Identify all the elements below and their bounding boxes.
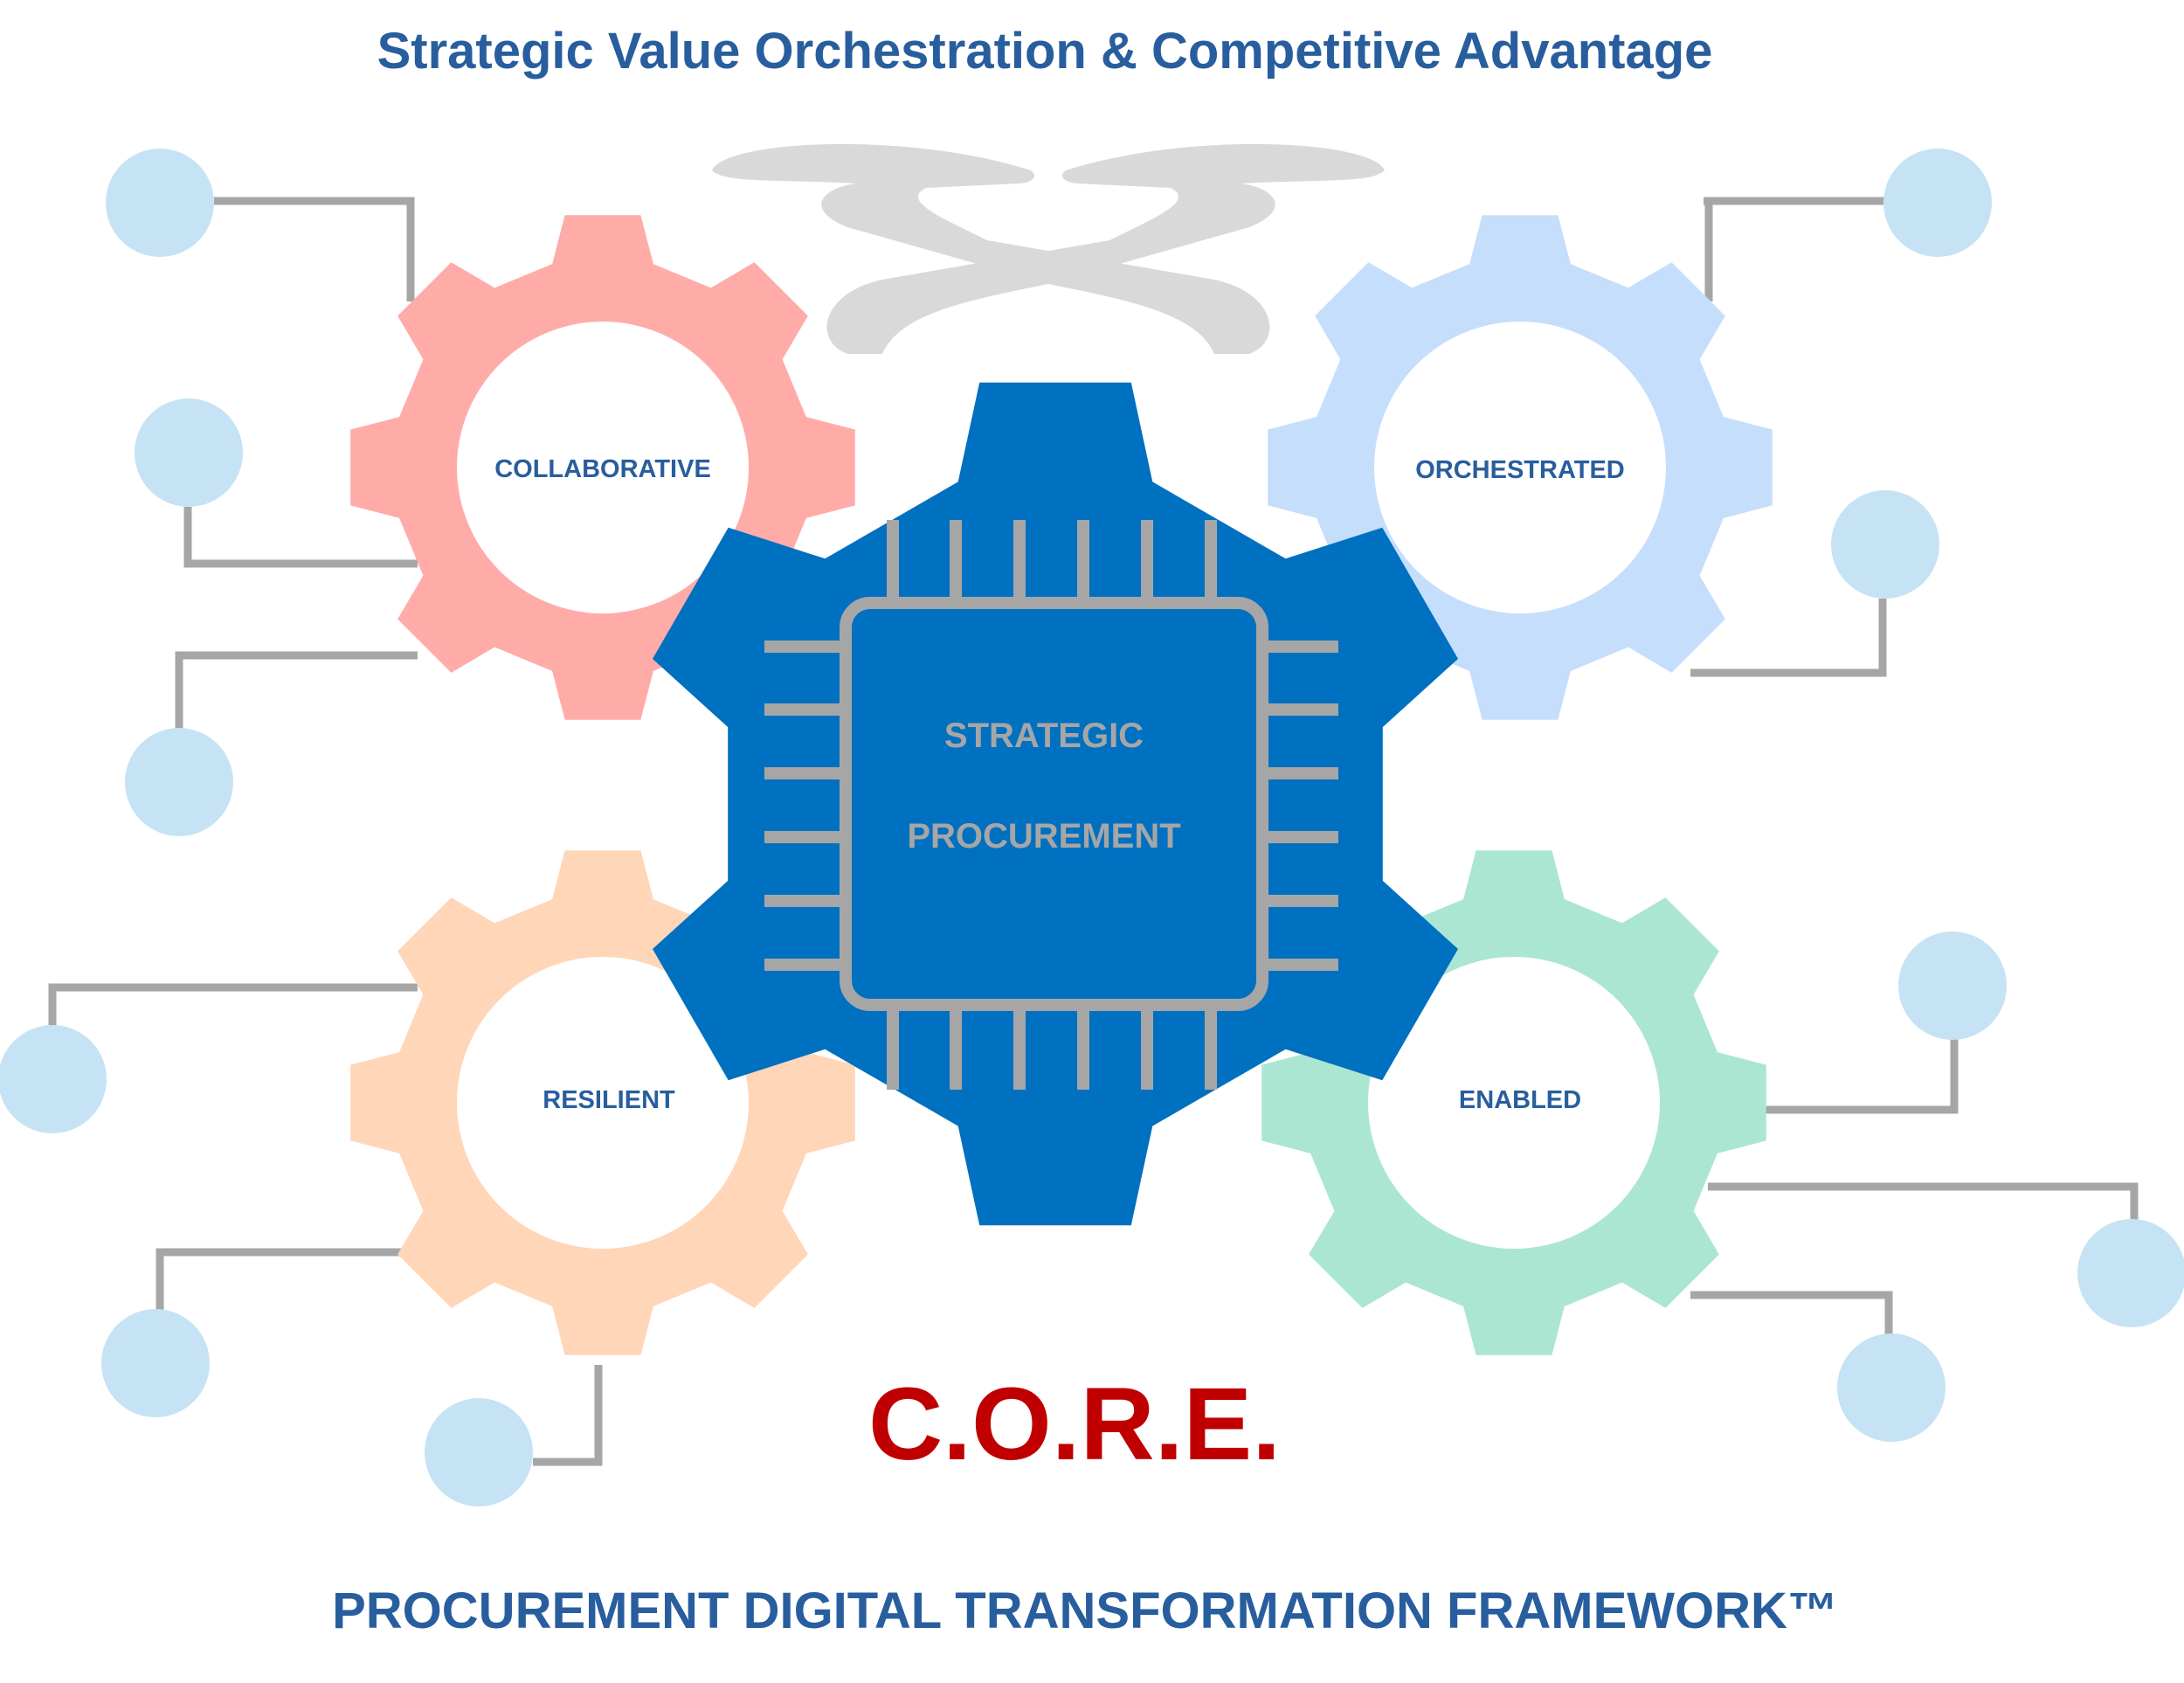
- enabled-label: ENABLED: [1459, 1086, 1581, 1114]
- connector-line: [533, 1365, 603, 1466]
- connector-line: [214, 197, 415, 301]
- network-node: [101, 1309, 210, 1417]
- handshake-icon: [712, 143, 1385, 354]
- network-node: [1883, 149, 1992, 257]
- network-node: [106, 149, 214, 257]
- microchip-icon: [764, 520, 1338, 1090]
- footer-title: PROCUREMENT DIGITAL TRANSFORMATION FRAME…: [332, 1583, 1838, 1639]
- page-title: Strategic Value Orchestration & Competit…: [377, 23, 1713, 80]
- network-nodes: [0, 149, 2184, 1506]
- collaborative-label: COLLABORATIVE: [494, 455, 711, 483]
- collaborative-gear-center: [457, 322, 749, 613]
- connector-line: [175, 651, 418, 734]
- core-acronym: C.O.R.E.: [868, 1367, 1281, 1482]
- connector-line: [1708, 1182, 2139, 1223]
- center-label-line2: PROCUREMENT: [907, 817, 1180, 855]
- connector-line: [156, 1248, 437, 1311]
- enabled-gear-center: [1368, 957, 1660, 1249]
- network-node: [125, 728, 233, 836]
- resilient-gear-center: [457, 957, 749, 1249]
- orchestrated-gear-center: [1374, 322, 1666, 613]
- orchestrated-label: ORCHESTRATED: [1415, 456, 1625, 484]
- network-node: [135, 398, 243, 507]
- center-label-line1: STRATEGIC: [944, 717, 1144, 755]
- network-node: [425, 1398, 533, 1506]
- network-node: [0, 1025, 107, 1133]
- connector-line: [1690, 599, 1887, 677]
- connector-line: [48, 983, 418, 1035]
- network-node: [2077, 1219, 2184, 1327]
- network-node: [1898, 932, 2007, 1040]
- resilient-label: RESILIENT: [543, 1086, 675, 1114]
- network-node: [1831, 490, 1939, 599]
- connector-lines: [48, 197, 2139, 1466]
- network-node: [1837, 1333, 1946, 1442]
- connector-line: [183, 507, 418, 568]
- connector-line: [1690, 1291, 1893, 1337]
